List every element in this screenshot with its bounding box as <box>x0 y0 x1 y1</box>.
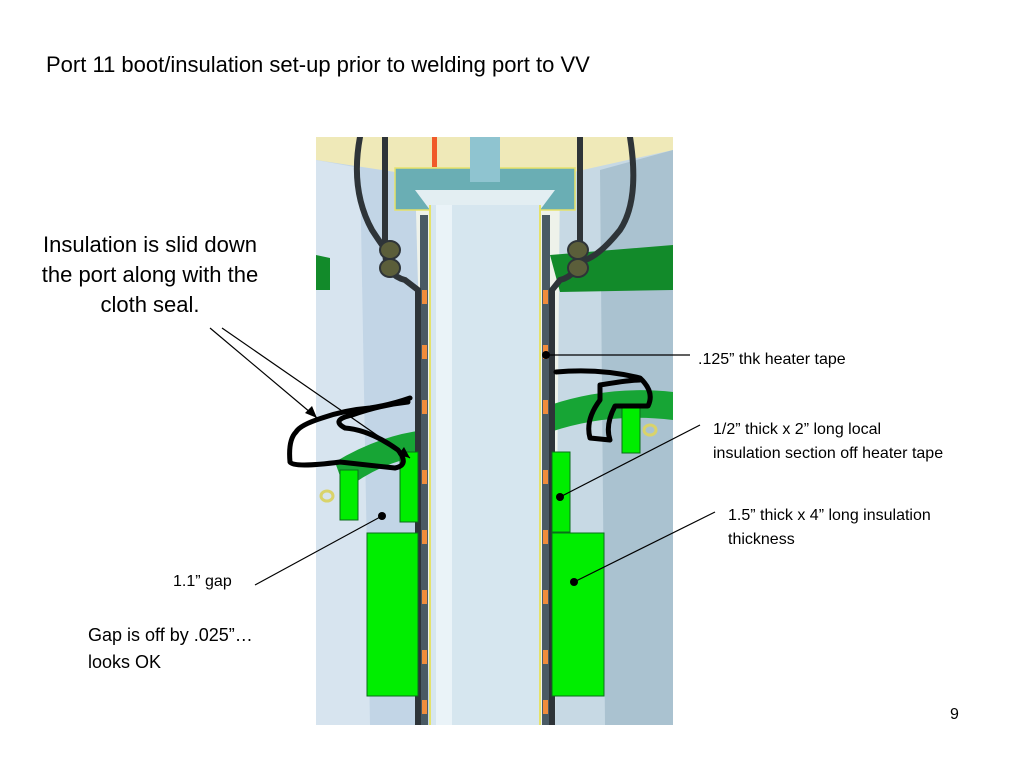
center-rod <box>470 137 500 182</box>
slide-title: Port 11 boot/insulation set-up prior to … <box>46 52 590 77</box>
heater-tape-segments <box>422 290 548 714</box>
gap-label: 1.1” gap <box>173 573 232 590</box>
insulation-slid-callout: Insulation is slid down the port along w… <box>41 232 259 317</box>
orange-marker <box>432 137 437 167</box>
left-thick-insulation <box>366 532 419 697</box>
insulation-thickness-label: 1.5” thick x 4” long insulation thicknes… <box>728 507 931 548</box>
cloth-seal-sketch <box>287 368 653 471</box>
cable-clamps <box>379 240 589 278</box>
leader-lines <box>209 327 716 586</box>
leader-endpoints <box>305 351 578 586</box>
gap-note: Gap is off by .025”…looks OK <box>88 625 253 672</box>
left-local-insulation <box>399 451 419 523</box>
right-thick-insulation <box>551 532 605 697</box>
local-insulation-label: 1/2” thick x 2” long local insulation se… <box>713 421 944 462</box>
right-flange-tab <box>621 404 641 454</box>
cad-cross-section <box>316 137 673 725</box>
left-flange-tab <box>339 469 359 521</box>
right-local-insulation <box>551 451 571 533</box>
page-number: 9 <box>950 706 959 723</box>
heater-tape-label: .125” thk heater tape <box>698 351 846 368</box>
